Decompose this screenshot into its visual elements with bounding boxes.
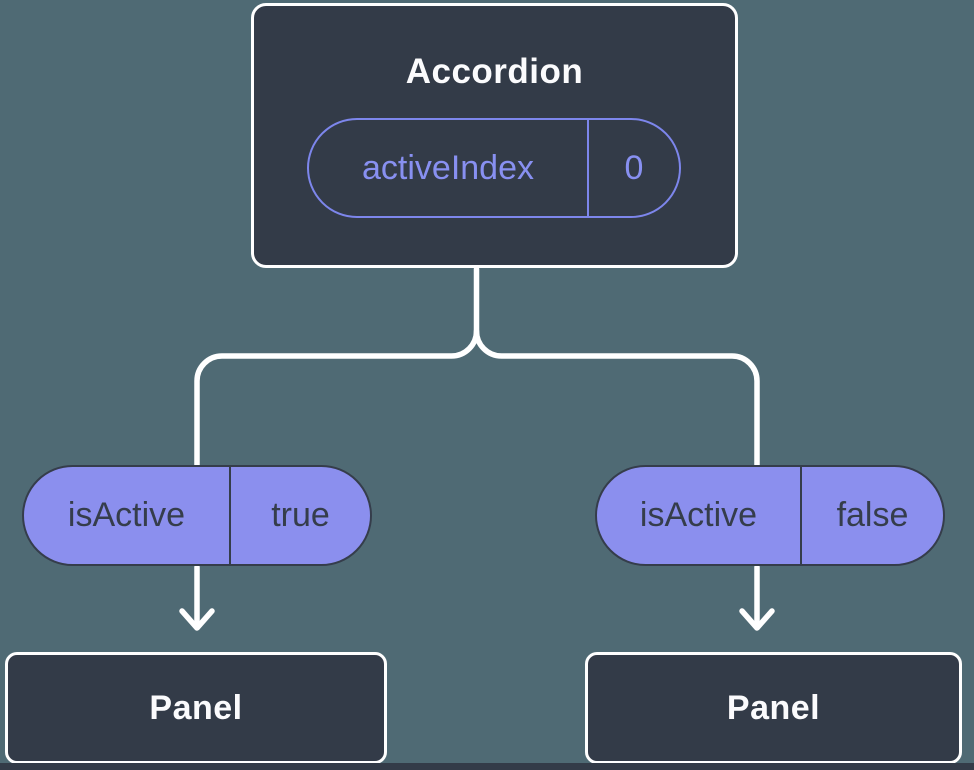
prop-pill-left: isActive true — [22, 465, 372, 566]
state-pill: activeIndex 0 — [307, 118, 681, 218]
branch-line-left — [194, 266, 480, 469]
branch-line-right — [473, 328, 760, 469]
state-pill-value: 0 — [624, 148, 644, 187]
accordion-node-title: Accordion — [405, 52, 584, 91]
panel-node-right: Panel — [585, 652, 962, 764]
prop-pill-right: isActive false — [595, 465, 945, 566]
prop-pill-left-value: true — [271, 496, 330, 534]
prop-pill-right-value: false — [836, 496, 909, 534]
state-pill-label: activeIndex — [309, 120, 589, 216]
arrow-right-head — [739, 608, 775, 631]
bottom-edge-strip — [0, 763, 974, 770]
arrow-left-head — [179, 608, 215, 631]
panel-node-left: Panel — [5, 652, 387, 764]
prop-pill-left-label: isActive — [24, 467, 231, 564]
accordion-node: Accordion activeIndex 0 — [251, 3, 738, 268]
prop-pill-right-label: isActive — [597, 467, 802, 564]
